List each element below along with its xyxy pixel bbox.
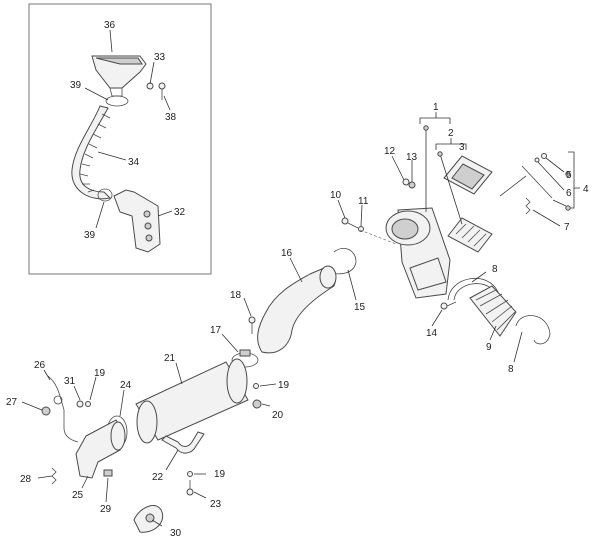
callout-8-lower: 8: [508, 364, 514, 375]
part-22-bracket: [161, 431, 205, 454]
callout-20: 20: [272, 410, 284, 421]
callout-5: 5: [566, 170, 572, 181]
part-23-bolt: [186, 480, 194, 496]
assembly-line-10: [359, 229, 397, 245]
callout-19-low: 19: [214, 469, 226, 480]
part-19-washer-a: [253, 383, 259, 389]
callout-17: 17: [210, 325, 222, 336]
callout-1: 1: [433, 102, 439, 113]
part-2-filter: [447, 217, 493, 253]
part-7-spring: [525, 197, 531, 215]
part-6-washer: [534, 157, 540, 163]
callout-14: 14: [426, 328, 438, 339]
leader-lines: [21, 29, 580, 527]
part-26-cable-end: [53, 395, 63, 405]
callout-29: 29: [100, 504, 112, 515]
part-34-hose: [71, 105, 111, 200]
callout-15: 15: [354, 302, 366, 313]
part-1-airbox: [385, 207, 451, 299]
callout-25: 25: [72, 490, 84, 501]
callout-11: 11: [358, 196, 369, 207]
callout-34: 34: [128, 157, 140, 168]
part-27-nut: [41, 406, 51, 416]
callout-26: 26: [34, 360, 46, 371]
callout-21: 21: [164, 353, 176, 364]
part-13-nut: [408, 181, 416, 189]
part-9-bellows: [469, 285, 517, 337]
callout-28: 28: [20, 474, 32, 485]
part-26-cable: [47, 375, 79, 443]
part-5-nut: [541, 153, 547, 159]
part-15-clip: [325, 248, 357, 275]
part-36-funnel: [91, 55, 147, 97]
part-8-clamp-lower: [515, 315, 551, 345]
part-4-rod: [499, 165, 553, 199]
part-3-filter-frame: [443, 155, 493, 195]
callout-19-mid: 19: [278, 380, 290, 391]
callout-6: 6: [566, 188, 572, 199]
part-29-clip: [103, 469, 113, 477]
part-19-washer-c: [187, 471, 193, 477]
callout-23: 23: [210, 499, 222, 510]
callout-33: 33: [154, 52, 166, 63]
callout-31: 31: [64, 376, 76, 387]
part-11-washer: [358, 226, 364, 232]
part-12-bolt: [402, 178, 410, 186]
part-10-bolt: [341, 217, 359, 229]
part-20-nut: [252, 399, 262, 409]
inset-frame: [28, 3, 212, 275]
part-14-bolt: [440, 301, 457, 310]
callout-16: 16: [281, 248, 293, 259]
part-32-elbow: [113, 189, 161, 253]
part-19-washer-b: [85, 401, 91, 407]
callout-8-upper: 8: [492, 264, 498, 275]
callout-4: 4: [583, 184, 589, 195]
callout-9: 9: [486, 342, 492, 353]
callout-12: 12: [384, 146, 396, 157]
callout-2: 2: [448, 128, 454, 139]
callout-19-left: 19: [94, 368, 106, 379]
callout-18: 18: [230, 290, 242, 301]
part-21-tube: [135, 358, 249, 444]
callout-22: 22: [152, 472, 164, 483]
part-31-bolt: [76, 400, 84, 408]
callout-39-top: 39: [70, 80, 82, 91]
callout-32: 32: [174, 207, 186, 218]
callout-24: 24: [120, 380, 132, 391]
callout-7: 7: [564, 222, 570, 233]
callout-labels: 36 33 39 38 34 32 39 1 2 3 5 6 4 7 12 13…: [6, 20, 589, 539]
callout-3: 3: [459, 142, 465, 153]
part-38-screw: [158, 82, 166, 100]
part-39-clamp-bottom: [97, 188, 113, 202]
callout-39-bottom: 39: [84, 230, 96, 241]
part-16-hose: [257, 265, 337, 354]
callout-38: 38: [165, 112, 177, 123]
part-25-elbow: [75, 419, 126, 479]
callout-13: 13: [406, 152, 418, 163]
callout-36: 36: [104, 20, 116, 31]
callout-27: 27: [6, 397, 18, 408]
part-28-spring: [51, 467, 57, 485]
callout-30: 30: [170, 528, 182, 539]
part-30-gasket: [133, 505, 164, 533]
callout-10: 10: [330, 190, 342, 201]
part-39-clamp-top: [105, 95, 129, 107]
part-18-bolt: [248, 316, 256, 334]
